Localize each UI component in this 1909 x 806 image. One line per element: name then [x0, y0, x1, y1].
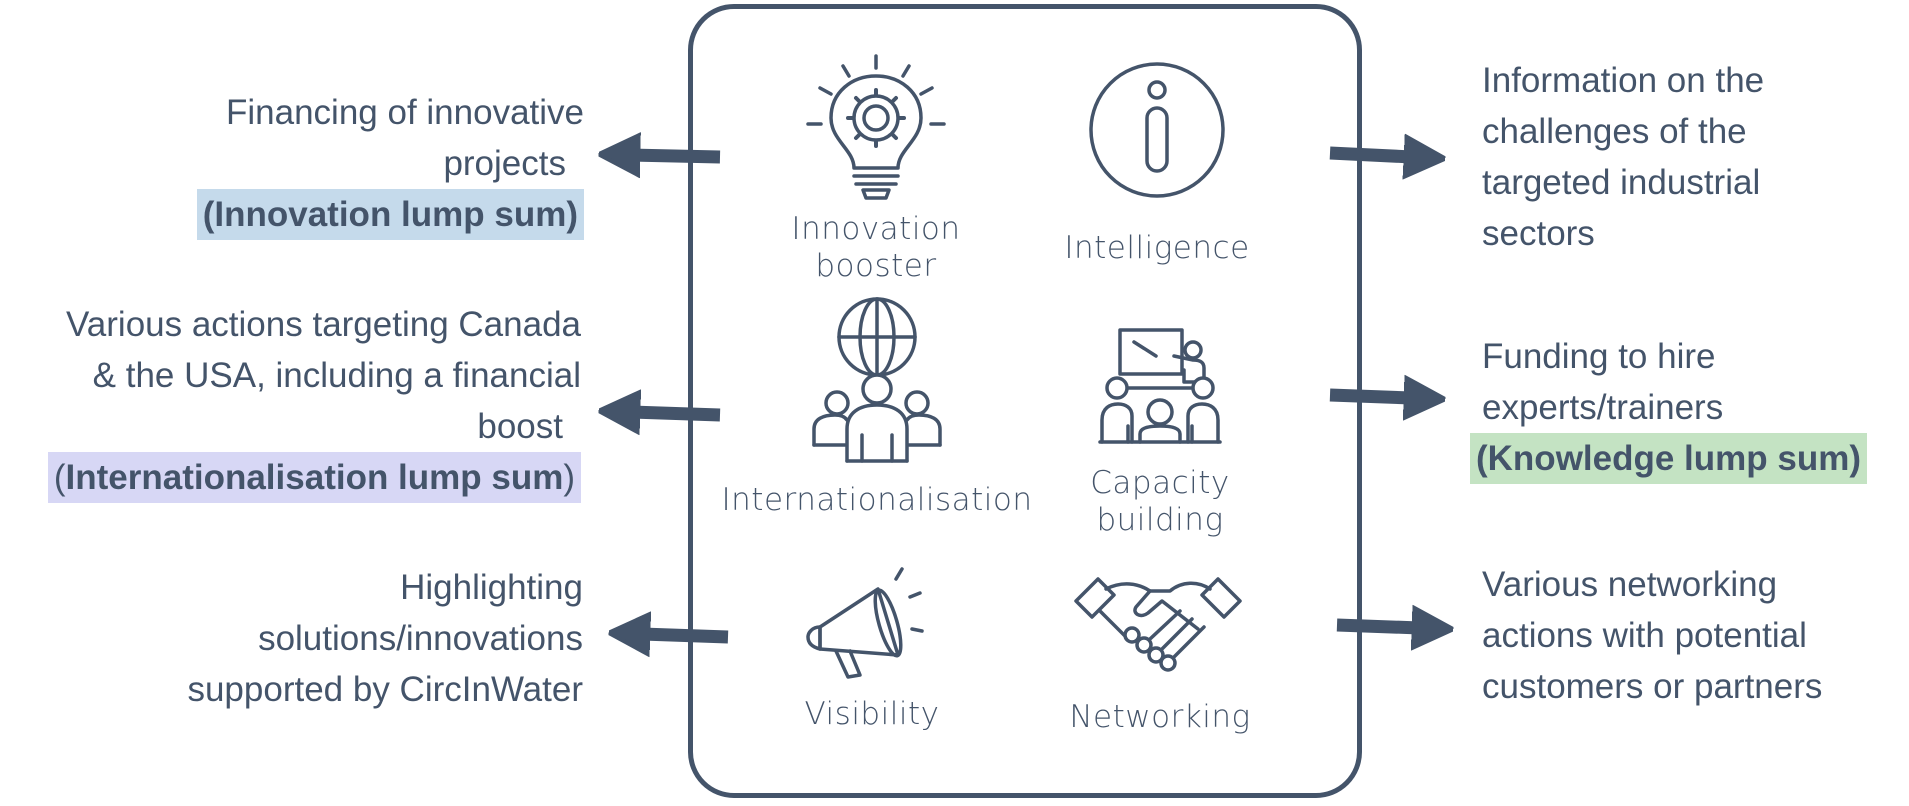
globe-people-icon: [812, 297, 942, 463]
networking-caption: Networking: [1050, 699, 1270, 736]
training-icon: [1098, 328, 1222, 444]
internationalisation-caption-line-1: Internationalisation: [721, 482, 1033, 518]
innovation-caption: Innovation booster: [766, 211, 986, 285]
networking-line-1: Various networking: [1482, 565, 1778, 604]
internationalisation-line-2: & the USA, including a financial: [92, 356, 581, 395]
badge-open-paren: (: [53, 458, 66, 497]
intelligence-line-3: targeted industrial: [1482, 163, 1761, 202]
arrow-left-innovation: [632, 155, 721, 157]
innovation-lump-sum-badge: (Innovation lump sum): [196, 189, 584, 240]
capacity-caption-line-2: building: [1096, 502, 1224, 538]
capacity-line-1: Funding to hire: [1482, 337, 1716, 376]
arrow-right-intelligence: [1329, 153, 1412, 157]
networking-caption-line-1: Networking: [1069, 699, 1251, 735]
capacity-line-2: experts/trainers: [1482, 388, 1724, 427]
networking-description: Various networking actions with potentia…: [1482, 559, 1902, 712]
innovation-description: Financing of innovative projects (Innova…: [24, 87, 584, 240]
networking-line-2: actions with potential: [1482, 616, 1807, 655]
capacity-caption: Capacity building: [1050, 465, 1270, 539]
innovation-caption-line-1: Innovation: [791, 211, 961, 247]
info-icon: [1089, 62, 1225, 198]
innovation-caption-line-2: booster: [815, 248, 937, 284]
intelligence-line-4: sectors: [1482, 214, 1595, 253]
internationalisation-lump-sum-badge: (Internationalisation lump sum): [47, 452, 581, 503]
badge-close-paren: ): [563, 458, 575, 497]
internationalisation-caption: Internationalisation: [712, 482, 1042, 519]
visibility-line-2: solutions/innovations: [258, 619, 583, 658]
visibility-line-3: supported by CircInWater: [187, 670, 583, 709]
badge-text: Internationalisation lump sum: [65, 458, 564, 497]
arrow-left-visibility: [642, 634, 729, 637]
knowledge-lump-sum-badge: (Knowledge lump sum): [1470, 433, 1867, 484]
internationalisation-description: Various actions targeting Canada & the U…: [0, 299, 581, 503]
capacity-caption-line-1: Capacity: [1090, 465, 1230, 501]
handshake-icon: [1074, 577, 1242, 672]
lightbulb-gear-icon: [806, 54, 946, 200]
intelligence-caption: Intelligence: [1047, 230, 1267, 267]
networking-line-3: customers or partners: [1482, 667, 1823, 706]
intelligence-line-1: Information on the: [1482, 61, 1765, 100]
visibility-caption-line-1: Visibility: [804, 696, 940, 732]
arrow-right-networking: [1336, 625, 1420, 628]
visibility-description: Highlighting solutions/innovations suppo…: [23, 562, 583, 715]
arrow-right-capacity: [1329, 395, 1412, 398]
intelligence-line-2: challenges of the: [1482, 112, 1747, 151]
arrow-left-internationalisation: [632, 412, 721, 415]
visibility-line-1: Highlighting: [400, 568, 583, 607]
megaphone-icon: [806, 567, 924, 679]
visibility-caption: Visibility: [762, 696, 982, 733]
intelligence-description: Information on the challenges of the tar…: [1482, 55, 1902, 259]
internationalisation-line-1: Various actions targeting Canada: [66, 305, 581, 344]
capacity-description: Funding to hire experts/trainers (Knowle…: [1470, 331, 1909, 484]
internationalisation-line-3: boost: [477, 407, 563, 446]
innovation-line-1: Financing of innovative: [226, 93, 584, 132]
intelligence-caption-line-1: Intelligence: [1064, 230, 1250, 266]
innovation-line-2: projects: [443, 144, 566, 183]
